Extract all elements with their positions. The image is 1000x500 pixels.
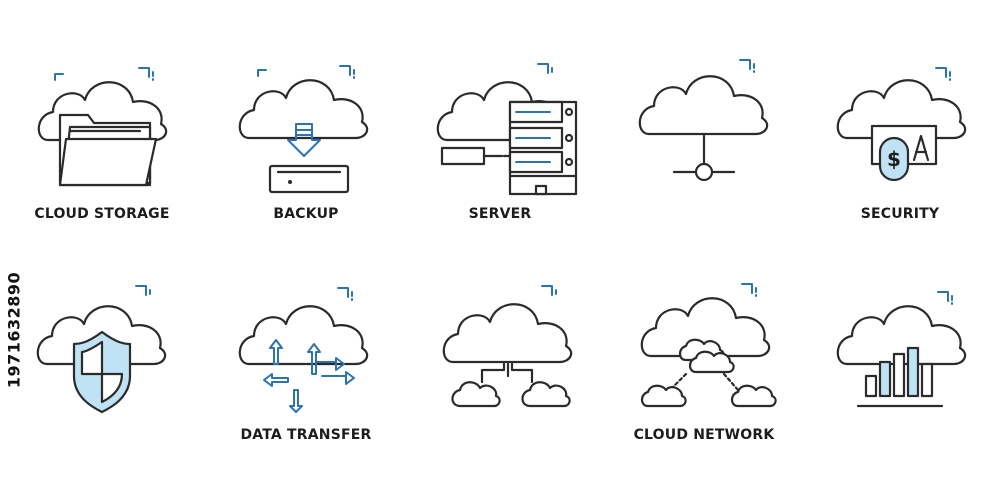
cloud-storage-label: CLOUD STORAGE (34, 206, 170, 222)
cloud-folder-icon (37, 67, 168, 187)
cloud-money-icon: $ (836, 67, 967, 182)
cloud-shield-icon (36, 285, 167, 414)
backup-label: BACKUP (273, 206, 339, 222)
server-label: SERVER (468, 206, 532, 222)
data-transfer-label: DATA TRANSFER (240, 427, 372, 443)
svg-text:$: $ (887, 147, 901, 171)
cloud-data-transfer-icon (238, 287, 369, 413)
security-label: SECURITY (860, 206, 940, 222)
cloud-backup-drive-icon (238, 65, 369, 194)
cloud-network-icon (640, 283, 777, 408)
cloud-server-rack-icon (436, 63, 578, 196)
cloud-network-node-icon (638, 59, 769, 182)
cloud-distribution-icon (442, 285, 573, 408)
cloud-bar-chart-icon (836, 291, 967, 408)
cloud-network-label: CLOUD NETWORK (633, 427, 775, 443)
